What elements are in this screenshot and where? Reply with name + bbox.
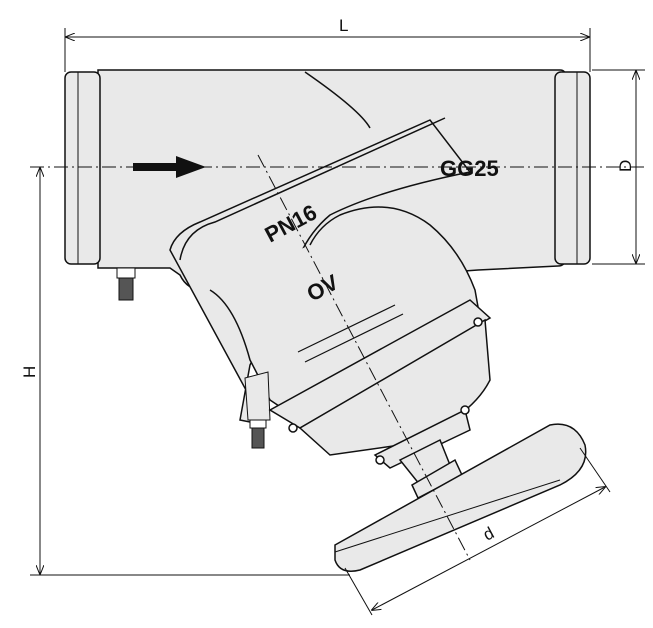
drain-plug-lower (244, 371, 271, 449)
height-label: H (20, 366, 39, 378)
center-lines (30, 154, 645, 561)
flow-arrow-icon (133, 156, 206, 178)
length-dimension (64, 28, 591, 72)
material-label: GG25 (440, 156, 499, 181)
diameter-label: D (616, 160, 635, 172)
diameter-dimension (592, 69, 645, 265)
handwheel-diameter-label: d (480, 523, 497, 544)
bonnet (268, 299, 492, 469)
handwheel-dimension (344, 447, 611, 616)
length-label: L (339, 16, 348, 35)
strainer-body (169, 117, 481, 427)
height-dimension (30, 168, 350, 576)
drain-plug-upper (116, 267, 136, 301)
